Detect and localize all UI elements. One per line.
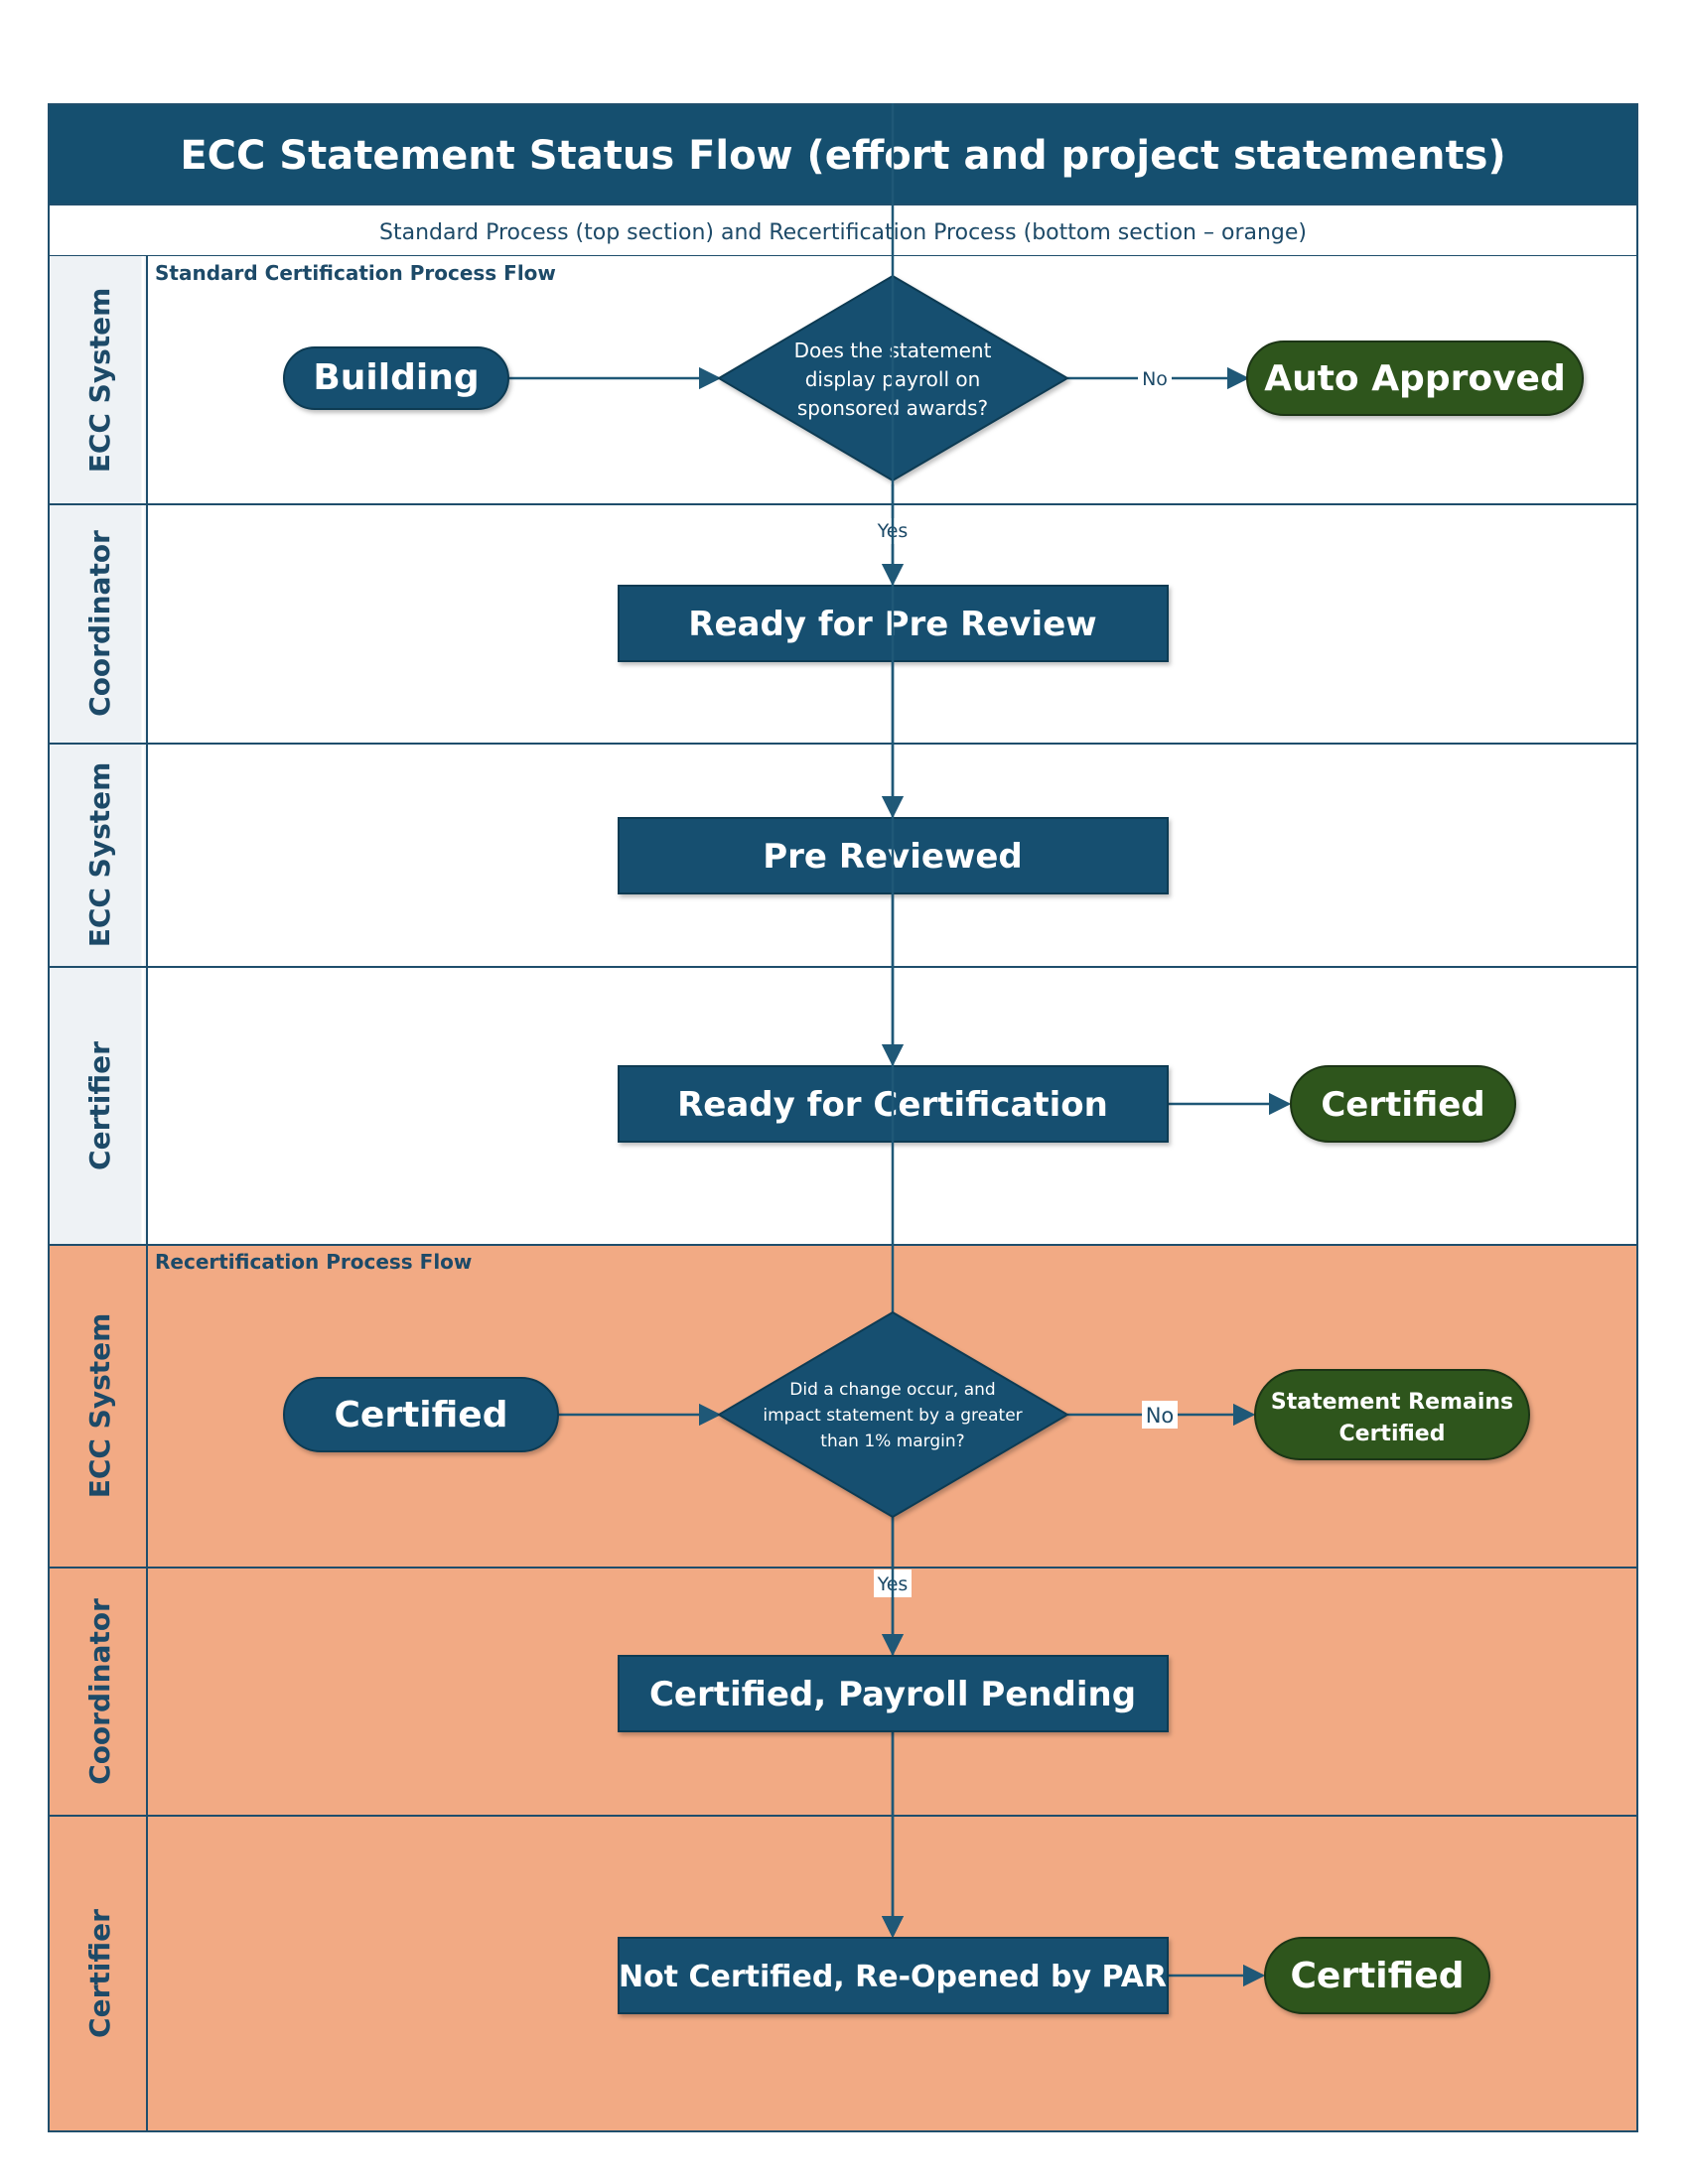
node-remains-line-1: Statement Remains — [1271, 1390, 1513, 1415]
standard-lane-labels — [48, 256, 147, 1245]
node-building-label: Building — [313, 357, 479, 398]
diagram-subtitle: Standard Process (top section) and Recer… — [379, 220, 1307, 245]
subtitle-bar — [48, 204, 1638, 257]
header-bar — [48, 103, 1638, 205]
lane-label-certifier-1: Certifier — [83, 1041, 116, 1170]
decision-change-margin — [717, 1310, 1069, 1519]
lane-label-certifier-2: Certifier — [83, 1909, 116, 2038]
lane-label-coordinator-1: Coordinator — [83, 530, 116, 717]
node-payroll-pending-label: Certified, Payroll Pending — [649, 1675, 1136, 1714]
decision-2-line-3: than 1% margin? — [820, 1432, 964, 1451]
node-certified-standard-label: Certified — [1321, 1085, 1484, 1125]
decision-2-line-1: Did a change occur, and — [789, 1380, 995, 1400]
flow-diagram-frame: ECC Statement Status Flow (effort and pr… — [48, 103, 1638, 2132]
diagram-title: ECC Statement Status Flow (effort and pr… — [180, 133, 1505, 179]
recert-section-label: Recertification Process Flow — [155, 1250, 472, 1274]
lane-label-ecc-system-1: ECC System — [83, 288, 116, 474]
edge-label-no-2: No — [1146, 1404, 1175, 1428]
decision-2-line-2: impact statement by a greater — [763, 1406, 1022, 1426]
standard-section-label: Standard Certification Process Flow — [155, 261, 556, 285]
node-certified-start-label: Certified — [334, 1395, 507, 1435]
node-certified-recert-end — [1264, 1937, 1490, 2014]
node-certified-payroll-pending — [618, 1655, 1169, 1732]
lane-label-coordinator-2: Coordinator — [83, 1598, 116, 1785]
recert-lane-labels — [48, 1245, 147, 2132]
node-auto-approved — [1246, 341, 1584, 416]
lane-label-ecc-system-3: ECC System — [83, 1313, 116, 1499]
node-certified-standard — [1290, 1065, 1516, 1143]
node-auto-approved-label: Auto Approved — [1264, 358, 1566, 399]
node-building — [283, 346, 509, 410]
node-not-certified-reopened — [618, 1937, 1169, 2014]
edge-label-no-1: No — [1142, 368, 1168, 390]
node-not-certified-label: Not Certified, Re-Opened by PAR — [619, 1960, 1167, 1994]
lane-label-ecc-system-2: ECC System — [83, 762, 116, 948]
node-certified-recert-start — [283, 1377, 559, 1452]
node-certified-end-label: Certified — [1290, 1956, 1464, 1996]
node-remains-line-2: Certified — [1339, 1422, 1446, 1446]
flow-diagram: ECC Statement Status Flow (effort and pr… — [48, 103, 1638, 2132]
node-statement-remains-certified — [1254, 1369, 1530, 1460]
